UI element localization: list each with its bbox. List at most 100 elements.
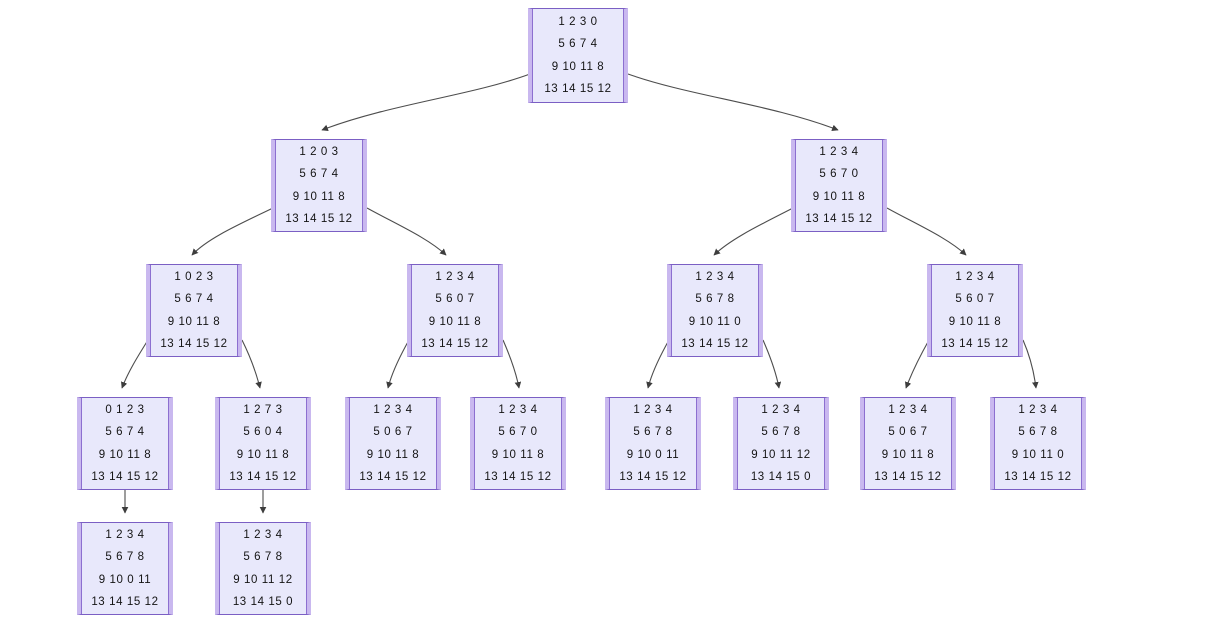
puzzle-row: 5 6 7 8 (633, 426, 673, 439)
puzzle-row: 13 14 15 12 (619, 470, 687, 483)
tree-node[interactable]: 1 2 3 4 5 6 7 8 9 10 11 0 13 14 15 12 (990, 397, 1086, 490)
tree-edge (241, 339, 262, 389)
tree-node[interactable]: 1 2 3 4 5 6 7 8 9 10 11 12 13 14 15 0 (733, 397, 829, 490)
puzzle-row: 13 14 15 0 (750, 470, 812, 483)
puzzle-row: 9 10 11 8 (881, 448, 935, 461)
puzzle-row: 13 14 15 12 (91, 595, 159, 608)
puzzle-row: 5 6 7 4 (299, 168, 339, 181)
puzzle-row: 5 0 6 7 (888, 426, 928, 439)
puzzle-row: 5 6 7 8 (1018, 426, 1058, 439)
puzzle-row: 5 6 7 8 (243, 551, 283, 564)
tree-node[interactable]: 1 2 3 4 5 6 7 0 9 10 11 8 13 14 15 12 (470, 397, 566, 490)
puzzle-row: 9 10 11 12 (751, 448, 811, 461)
puzzle-row: 1 2 3 4 (498, 404, 538, 417)
puzzle-row: 9 10 11 8 (236, 448, 290, 461)
puzzle-row: 1 2 3 4 (761, 404, 801, 417)
puzzle-row: 1 2 3 4 (819, 146, 859, 159)
tree-edge (386, 339, 410, 389)
tree-edge (191, 207, 274, 256)
puzzle-row: 9 10 11 8 (167, 315, 221, 328)
puzzle-row: 9 10 11 8 (428, 315, 482, 328)
puzzle-row: 5 6 7 0 (498, 426, 538, 439)
node-inner-frame: 1 2 3 4 5 6 7 8 9 10 11 0 13 14 15 12 (994, 398, 1082, 489)
puzzle-row: 5 6 7 8 (695, 293, 735, 306)
puzzle-row: 9 10 11 0 (1011, 448, 1065, 461)
puzzle-row: 9 10 0 11 (98, 573, 152, 586)
puzzle-row: 1 2 7 3 (243, 404, 283, 417)
puzzle-row: 13 14 15 12 (229, 470, 297, 483)
node-inner-frame: 1 2 3 4 5 6 7 8 9 10 11 12 13 14 15 0 (219, 523, 307, 614)
puzzle-row: 5 6 7 8 (761, 426, 801, 439)
puzzle-row: 9 10 11 8 (292, 190, 346, 203)
puzzle-row: 5 6 0 4 (243, 426, 283, 439)
puzzle-row: 9 10 11 0 (688, 315, 742, 328)
puzzle-row: 5 6 0 7 (435, 293, 475, 306)
tree-node[interactable]: 1 2 3 0 5 6 7 4 9 10 11 8 13 14 15 12 (528, 8, 628, 103)
puzzle-row: 9 10 11 8 (551, 60, 605, 73)
puzzle-row: 1 2 3 4 (435, 271, 475, 284)
node-inner-frame: 1 2 3 0 5 6 7 4 9 10 11 8 13 14 15 12 (532, 9, 624, 102)
puzzle-row: 9 10 11 8 (491, 448, 545, 461)
puzzle-row: 1 2 3 4 (888, 404, 928, 417)
puzzle-row: 13 14 15 12 (941, 337, 1009, 350)
tree-node[interactable]: 1 2 3 4 5 6 7 8 9 10 11 0 13 14 15 12 (667, 264, 763, 357)
puzzle-row: 13 14 15 12 (544, 82, 612, 95)
puzzle-row: 9 10 11 8 (812, 190, 866, 203)
puzzle-row: 13 14 15 12 (484, 470, 552, 483)
tree-node[interactable]: 1 2 3 4 5 0 6 7 9 10 11 8 13 14 15 12 (860, 397, 956, 490)
puzzle-row: 1 2 3 4 (243, 529, 283, 542)
puzzle-row: 13 14 15 0 (232, 595, 294, 608)
node-inner-frame: 1 2 3 4 5 6 7 0 9 10 11 8 13 14 15 12 (474, 398, 562, 489)
puzzle-row: 13 14 15 12 (1004, 470, 1072, 483)
tree-edge (713, 207, 794, 256)
tree-edge (904, 339, 930, 389)
tree-node[interactable]: 1 2 3 4 5 6 7 0 9 10 11 8 13 14 15 12 (791, 139, 887, 232)
puzzle-row: 13 14 15 12 (874, 470, 942, 483)
puzzle-row: 5 6 7 4 (105, 426, 145, 439)
puzzle-row: 5 6 7 4 (558, 38, 598, 51)
puzzle-row: 1 2 3 4 (955, 271, 995, 284)
puzzle-row: 1 2 3 0 (558, 16, 598, 29)
puzzle-row: 0 1 2 3 (105, 404, 145, 417)
tree-edge (646, 339, 670, 389)
puzzle-row: 5 6 7 4 (174, 293, 214, 306)
puzzle-row: 13 14 15 12 (681, 337, 749, 350)
puzzle-row: 9 10 11 8 (98, 448, 152, 461)
node-inner-frame: 1 2 7 3 5 6 0 4 9 10 11 8 13 14 15 12 (219, 398, 307, 489)
tree-edge (120, 339, 149, 389)
tree-node[interactable]: 0 1 2 3 5 6 7 4 9 10 11 8 13 14 15 12 (77, 397, 173, 490)
puzzle-row: 13 14 15 12 (805, 212, 873, 225)
tree-node[interactable]: 1 2 3 4 5 6 7 8 9 10 11 12 13 14 15 0 (215, 522, 311, 615)
puzzle-row: 9 10 11 8 (366, 448, 420, 461)
tree-edge (502, 339, 522, 389)
puzzle-row: 5 6 7 0 (819, 168, 859, 181)
puzzle-row: 13 14 15 12 (91, 470, 159, 483)
puzzle-row: 1 2 0 3 (299, 146, 339, 159)
puzzle-row: 5 0 6 7 (373, 426, 413, 439)
tree-node[interactable]: 1 2 7 3 5 6 0 4 9 10 11 8 13 14 15 12 (215, 397, 311, 490)
puzzle-row: 1 2 3 4 (373, 404, 413, 417)
puzzle-row: 1 2 3 4 (633, 404, 673, 417)
tree-edge (321, 73, 531, 131)
node-inner-frame: 1 2 3 4 5 6 7 8 9 10 11 12 13 14 15 0 (737, 398, 825, 489)
puzzle-row: 1 2 3 4 (695, 271, 735, 284)
puzzle-row: 9 10 11 12 (233, 573, 293, 586)
node-inner-frame: 1 2 3 4 5 0 6 7 9 10 11 8 13 14 15 12 (864, 398, 952, 489)
puzzle-row: 5 6 0 7 (955, 293, 995, 306)
tree-edge (366, 207, 447, 256)
puzzle-row: 1 0 2 3 (174, 271, 214, 284)
puzzle-row: 1 2 3 4 (1018, 404, 1058, 417)
